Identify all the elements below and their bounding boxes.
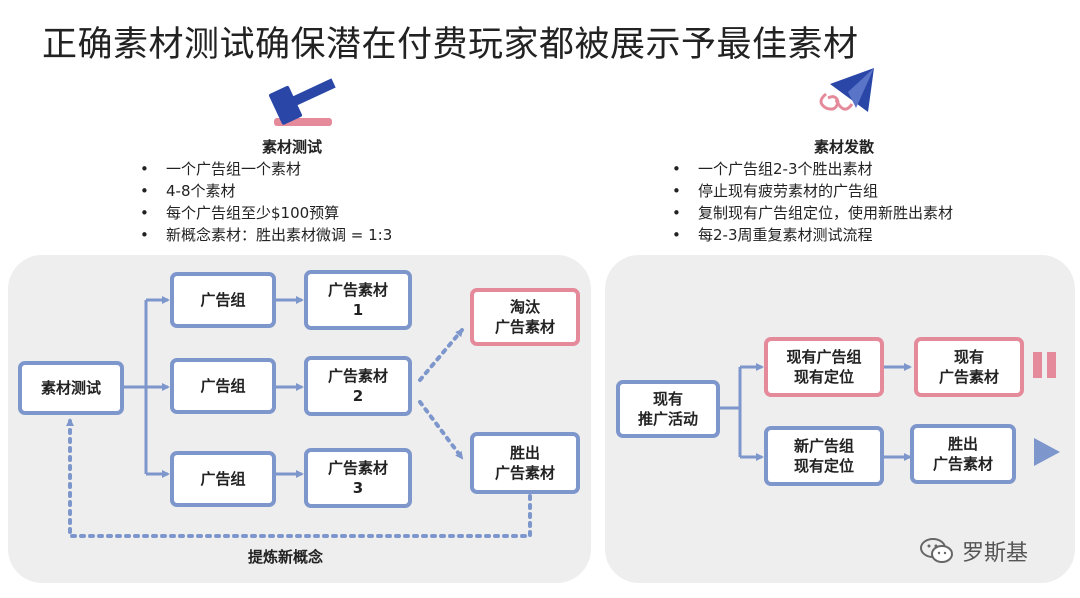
wechat-icon: [920, 538, 953, 563]
play-icon: [1034, 438, 1060, 466]
existing-creative-box: 现有 广告素材: [914, 337, 1024, 397]
list-item: 复制现有广告组定位，使用新胜出素材: [672, 202, 953, 224]
new-group-box: 新广告组 现有定位: [764, 426, 884, 486]
pause-icon: [1033, 352, 1042, 378]
list-item: 4-8个素材: [140, 180, 392, 202]
list-item: 停止现有疲劳素材的广告组: [672, 180, 953, 202]
watermark: 罗斯基: [920, 535, 1028, 567]
winner-creative-box: 胜出 广告素材: [910, 424, 1016, 484]
list-item: 新概念素材：胜出素材微调 = 1:3: [140, 224, 392, 246]
existing-group-box: 现有广告组 现有定位: [764, 337, 884, 397]
campaign-box: 现有 推广活动: [616, 380, 720, 438]
ad-group-box: 广告组: [170, 451, 276, 507]
left-bullet-list: 一个广告组一个素材 4-8个素材 每个广告组至少$100预算 新概念素材：胜出素…: [140, 158, 392, 246]
list-item: 每个广告组至少$100预算: [140, 202, 392, 224]
list-item: 每2-3周重复素材测试流程: [672, 224, 953, 246]
creative-box: 广告素材 2: [304, 356, 412, 416]
list-item: 一个广告组2-3个胜出素材: [672, 158, 953, 180]
list-item: 一个广告组一个素材: [140, 158, 392, 180]
paper-plane-icon: [819, 68, 874, 112]
creative-box: 广告素材 3: [304, 448, 412, 508]
gavel-icon: [269, 78, 336, 126]
eliminate-box: 淘汰 广告素材: [470, 288, 580, 346]
loop-label: 提炼新概念: [248, 548, 324, 566]
right-bullet-list: 一个广告组2-3个胜出素材 停止现有疲劳素材的广告组 复制现有广告组定位，使用新…: [672, 158, 953, 246]
ad-group-box: 广告组: [170, 272, 276, 328]
ad-group-box: 广告组: [170, 358, 276, 414]
right-heading: 素材发散: [813, 138, 874, 156]
page-title: 正确素材测试确保潜在付费玩家都被展示予最佳素材: [42, 25, 859, 65]
creative-box: 广告素材 1: [304, 270, 412, 330]
winner-box: 胜出 广告素材: [470, 432, 580, 494]
watermark-text: 罗斯基: [962, 541, 1029, 566]
left-heading: 素材测试: [261, 138, 322, 156]
start-box: 素材测试: [18, 361, 124, 415]
